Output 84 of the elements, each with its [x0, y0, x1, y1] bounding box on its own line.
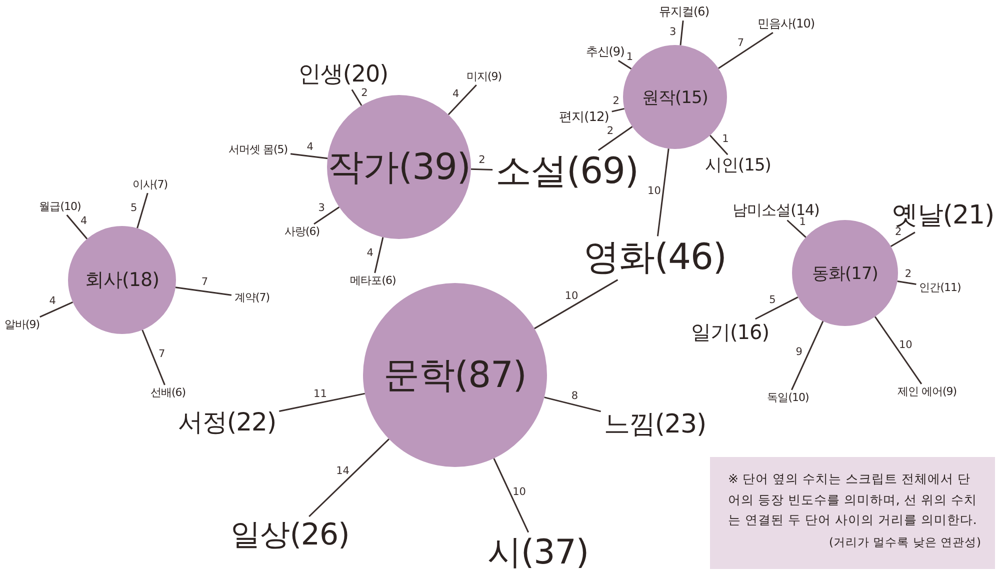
note-text: ※ 단어 옆의 수치는 스크립트 전체에서 단어의 등장 빈도수를 의미하며, 선 위의 수치는 연결된 두 단어 사이의 거리를 의미한다.	[728, 470, 978, 530]
word-label: 시인(15)	[705, 156, 771, 176]
edge-label: 2	[612, 96, 620, 107]
word-label: 제인 에어(9)	[897, 386, 957, 398]
edge-label: 2	[895, 226, 902, 237]
edge-label: 1	[722, 134, 729, 144]
word-label: 남미소설(14)	[732, 202, 820, 218]
connector-line	[544, 396, 601, 412]
word-label: 서머셋 몸(5)	[228, 144, 288, 156]
word-label: 사랑(6)	[284, 226, 320, 238]
connector-line	[279, 392, 366, 412]
edge-label: 7	[158, 348, 166, 360]
connector-line	[493, 458, 530, 533]
connector-line	[136, 192, 148, 228]
connector-line	[897, 280, 916, 285]
edge-label: 10	[898, 340, 912, 350]
connector-line	[612, 108, 624, 112]
connector-line	[890, 232, 916, 247]
edge-label: 9	[796, 346, 802, 358]
edge-label: 4	[366, 248, 374, 258]
connector-line	[142, 330, 166, 386]
word-circle: 회사(18)	[68, 226, 176, 334]
word-label: 시(37)	[487, 534, 589, 572]
word-label: 뮤지컬(6)	[659, 5, 709, 19]
word-label: 이사(7)	[132, 178, 168, 192]
word-label: 느낌(23)	[604, 410, 706, 440]
note-box	[710, 457, 995, 569]
edge-label: 10	[564, 291, 578, 302]
edge-label: 2	[904, 268, 912, 280]
word-label: 인간(11)	[919, 282, 961, 294]
connector-line	[680, 20, 684, 46]
word-label: 소설(69)	[496, 152, 638, 192]
connector-line	[314, 206, 340, 225]
word-label: 미지(9)	[466, 70, 502, 84]
word-label: 편지(12)	[559, 110, 609, 126]
edge-label: 7	[737, 38, 744, 48]
edge-label: 2	[606, 126, 614, 136]
word-label: 알바(9)	[4, 318, 40, 332]
edge-label: 10	[648, 186, 661, 197]
connector-line	[718, 32, 774, 70]
edge-label: 1	[626, 52, 634, 62]
connector-line	[308, 438, 390, 518]
edge-label: 11	[314, 388, 327, 399]
word-label: 독일(10)	[767, 392, 809, 404]
connector-line	[40, 301, 74, 318]
word-label: 인생(20)	[298, 62, 388, 88]
edge-label: 4	[49, 296, 56, 307]
edge-label: 4	[306, 142, 314, 152]
connector-line	[790, 320, 824, 390]
edge-label: 7	[201, 277, 208, 288]
word-label: 추신(9)	[586, 45, 624, 59]
word-label: 선배(6)	[150, 386, 186, 400]
edge-label: 4	[80, 216, 88, 226]
connector-line	[534, 279, 618, 330]
edge-label: 8	[571, 390, 578, 401]
word-label: 일상(26)	[230, 518, 350, 552]
edge-label: 3	[318, 202, 325, 214]
edge-label: 14	[336, 466, 350, 477]
word-label: 영화(46)	[584, 238, 726, 278]
connector-line	[874, 316, 922, 384]
edge-label: 2	[478, 155, 486, 166]
connector-line	[656, 148, 670, 236]
connector-line	[175, 286, 232, 296]
word-label: 계약(7)	[234, 292, 270, 304]
connector-line	[710, 134, 728, 156]
connector-line	[618, 60, 632, 70]
word-label: 월급(10)	[39, 200, 81, 214]
edge-label: 3	[669, 26, 676, 38]
word-label: 민음사(10)	[757, 17, 815, 31]
connector-line	[786, 220, 806, 238]
edge-label: 5	[769, 294, 776, 306]
connector-line	[290, 153, 328, 160]
connector-line	[755, 296, 798, 320]
note-subtext: (거리가 멀수록 낮은 연관성)	[828, 534, 981, 550]
connector-line	[374, 237, 384, 274]
connector-line	[470, 168, 493, 171]
connector-line	[66, 214, 88, 240]
connector-line	[598, 126, 633, 151]
connector-line	[448, 84, 477, 116]
edge-label: 10	[512, 486, 526, 497]
word-label: 서정(22)	[178, 408, 276, 436]
word-label: 일기(16)	[690, 321, 770, 343]
connector-line	[351, 89, 362, 106]
edge-label: 5	[130, 202, 138, 214]
